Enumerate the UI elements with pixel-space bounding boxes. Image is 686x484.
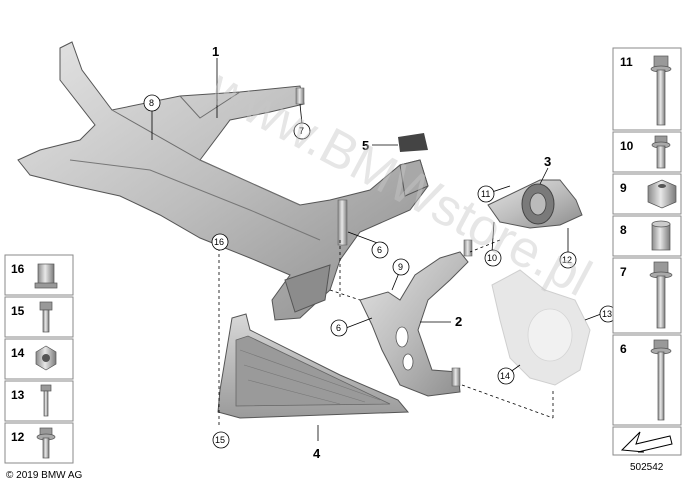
callout-6-lower: 6 [336, 323, 341, 333]
collar-bolt-icon [36, 427, 56, 459]
steering-knuckle [491, 269, 591, 386]
callout-circles [143, 94, 617, 449]
callout-13: 13 [602, 309, 612, 319]
square-nut-icon [647, 179, 677, 209]
part-box-11 [612, 47, 682, 131]
very-long-bolt-icon [650, 339, 672, 421]
hex-bolt-icon [39, 301, 53, 333]
callout-6-upper: 6 [377, 245, 382, 255]
callout-2: 2 [455, 314, 462, 329]
part-box-13 [4, 380, 74, 422]
callout-4: 4 [313, 446, 321, 461]
screw-icon [40, 384, 52, 417]
part-label-14: 14 [11, 346, 25, 360]
part-label-9: 9 [620, 181, 627, 195]
copyright-notice: © 2019 BMW AG [6, 470, 83, 481]
part-label-12: 12 [11, 430, 25, 444]
callout-11: 11 [481, 189, 490, 199]
short-collar-bolt-icon [651, 135, 671, 169]
part-label-8: 8 [620, 223, 627, 237]
callout-14: 14 [500, 371, 510, 381]
right-parts-panel: 11 10 9 8 7 6 [612, 47, 682, 456]
part-label-6: 6 [620, 342, 627, 356]
rubber-mount-bracket [487, 179, 583, 229]
callout-7: 7 [299, 126, 304, 136]
front-axle-subframe [17, 41, 429, 321]
part-label-10: 10 [620, 139, 634, 153]
part-label-15: 15 [11, 304, 25, 318]
diagram-number: 502542 [630, 462, 664, 473]
callout-8: 8 [149, 98, 154, 108]
left-parts-panel: 16 15 14 13 12 [4, 254, 74, 464]
part-label-7: 7 [620, 265, 627, 279]
callout-10: 10 [487, 253, 497, 263]
wishbone [359, 239, 473, 397]
flange-sleeve-icon [34, 263, 58, 289]
cover-plate [398, 133, 428, 152]
direction-arrow-icon [620, 431, 673, 453]
callout-12: 12 [562, 255, 572, 265]
dashed-lines [218, 239, 554, 428]
part-label-13: 13 [11, 388, 25, 402]
callout-9: 9 [398, 262, 403, 272]
part-box-7 [612, 257, 682, 334]
part-label-11: 11 [620, 55, 633, 69]
hex-nut-icon [35, 345, 57, 371]
callout-16: 16 [214, 237, 224, 247]
part-box-12 [4, 422, 74, 464]
part-box-10 [612, 131, 682, 173]
long-bolt-icon [650, 55, 672, 126]
sleeve-icon [651, 220, 671, 251]
part-box-15 [4, 296, 74, 338]
flange-bolt-icon [649, 261, 673, 329]
callout-3: 3 [544, 154, 551, 169]
leader-lines [151, 58, 602, 441]
callout-5: 5 [362, 138, 369, 153]
thrust-plate [217, 313, 410, 419]
callout-1: 1 [212, 44, 219, 59]
callout-15: 15 [215, 435, 225, 445]
part-label-16: 16 [11, 262, 25, 276]
